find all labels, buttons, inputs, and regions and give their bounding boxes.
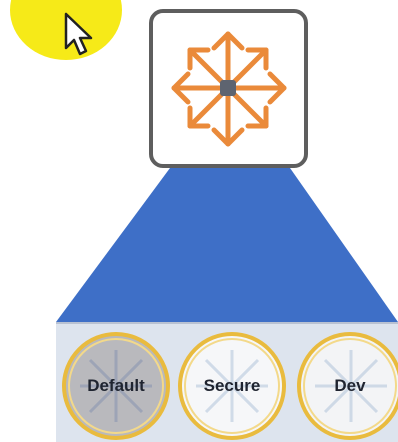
option-ring [184,338,280,434]
move-arrows-icon [171,31,287,147]
move-arrows-icon [315,350,387,422]
option-default[interactable]: Default [62,332,170,440]
option-ring [68,338,164,434]
app-tile[interactable] [149,9,308,168]
option-label: Dev [334,376,366,395]
option-label: Default [87,376,145,395]
option-secure[interactable]: Secure [178,332,286,440]
option-ring [303,338,397,434]
option-label: Secure [203,376,261,395]
move-arrows-icon [80,350,152,422]
move-arrows-icon [196,350,268,422]
config-option-tray: Default Secure Dev [56,322,398,442]
mouse-pointer-icon [64,12,93,56]
option-dev[interactable]: Dev [297,332,398,440]
